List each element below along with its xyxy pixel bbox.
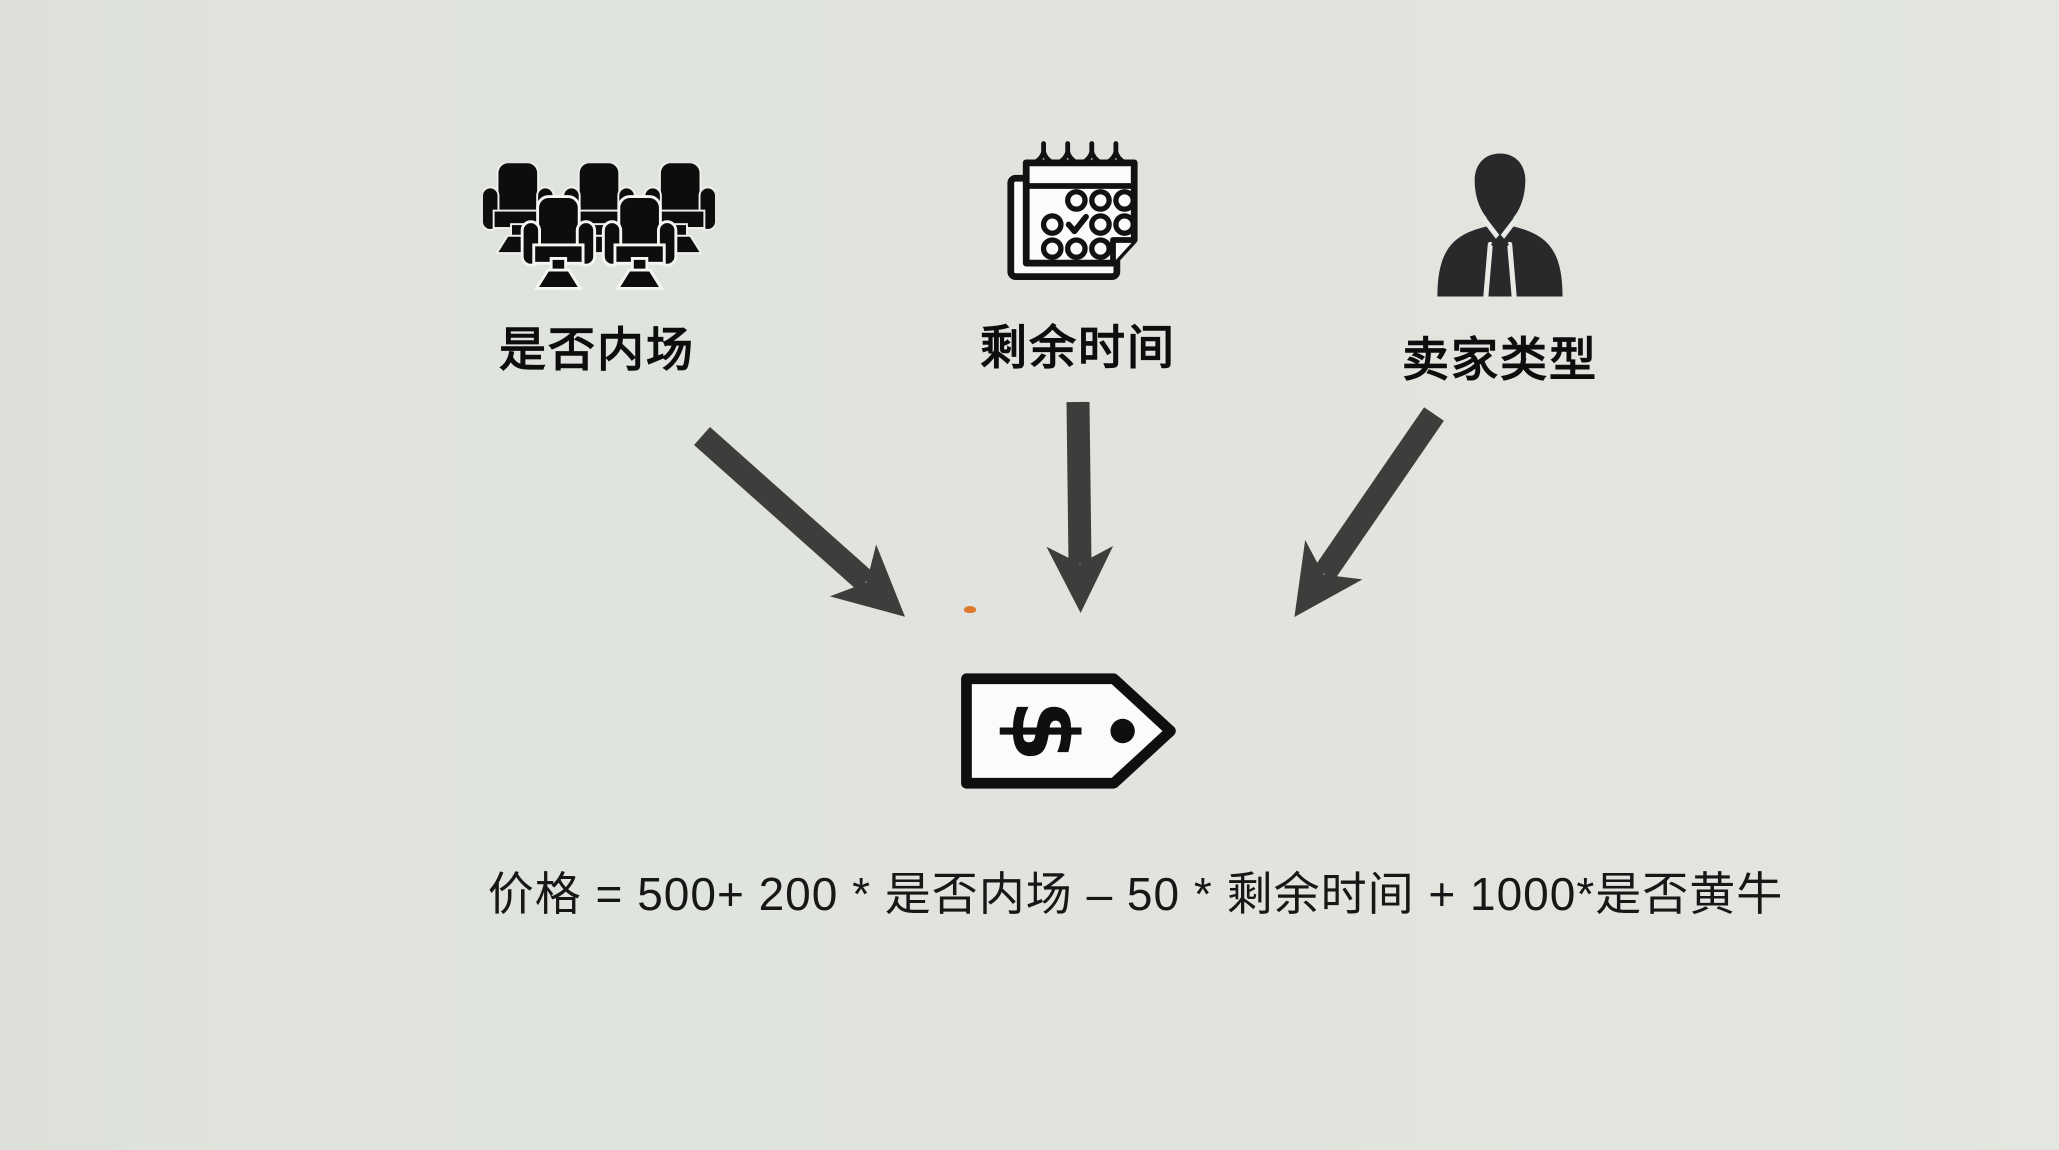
arrow-seller-to-price	[1294, 407, 1444, 618]
arrow-time-to-price	[1046, 401, 1114, 614]
tag-hole	[1110, 718, 1135, 744]
arrow-seats-to-price	[694, 427, 905, 617]
theater-seats-icon	[483, 163, 715, 293]
factor-label-time: 剩余时间	[980, 321, 1176, 374]
calendar-checklist-icon	[1005, 138, 1140, 286]
pointer-mark	[964, 606, 976, 613]
price-tag-icon: $	[953, 670, 1181, 792]
businessman-icon	[1424, 152, 1576, 298]
price-formula: 价格 = 500+ 200 * 是否内场 – 50 * 剩余时间 + 1000*…	[487, 868, 1784, 920]
dollar-sign: $	[991, 700, 1095, 762]
factor-label-seats: 是否内场	[499, 323, 695, 376]
factor-label-seller: 卖家类型	[1402, 333, 1598, 386]
